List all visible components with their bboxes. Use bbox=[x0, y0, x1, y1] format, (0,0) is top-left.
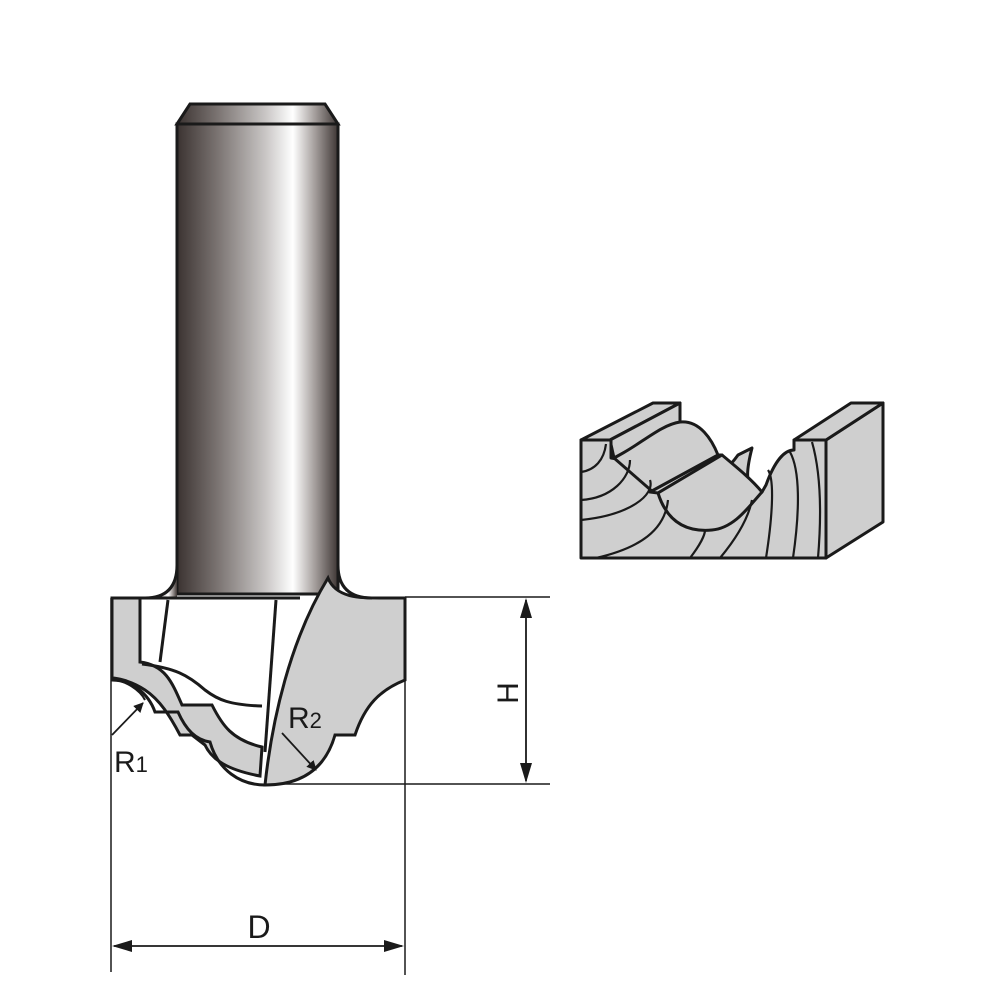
radius-R2: R2 bbox=[281, 702, 322, 771]
left-cutting-edge bbox=[110, 596, 264, 778]
r1-label: R1 bbox=[114, 746, 148, 779]
cutter-body bbox=[110, 564, 407, 787]
d-label: D bbox=[247, 909, 270, 945]
shank-body bbox=[175, 122, 340, 596]
d-arrow-left bbox=[112, 940, 132, 952]
shank-fillet-left bbox=[145, 565, 177, 598]
shank-chamfer bbox=[174, 102, 341, 126]
d-arrow-right bbox=[384, 940, 404, 952]
r2-arrow bbox=[281, 732, 317, 771]
r2-label: R2 bbox=[288, 702, 322, 735]
r1-arrow bbox=[111, 702, 144, 736]
h-arrow-bottom bbox=[520, 763, 532, 783]
h-arrow-top bbox=[520, 598, 532, 618]
h-label: H bbox=[492, 682, 525, 704]
shank bbox=[144, 102, 341, 600]
radius-R1: R1 bbox=[111, 679, 148, 779]
cut-profile-workpiece bbox=[579, 401, 885, 560]
right-cutting-edge bbox=[263, 574, 407, 787]
dimension-H: H bbox=[280, 596, 550, 785]
dimension-D: D bbox=[110, 598, 406, 975]
